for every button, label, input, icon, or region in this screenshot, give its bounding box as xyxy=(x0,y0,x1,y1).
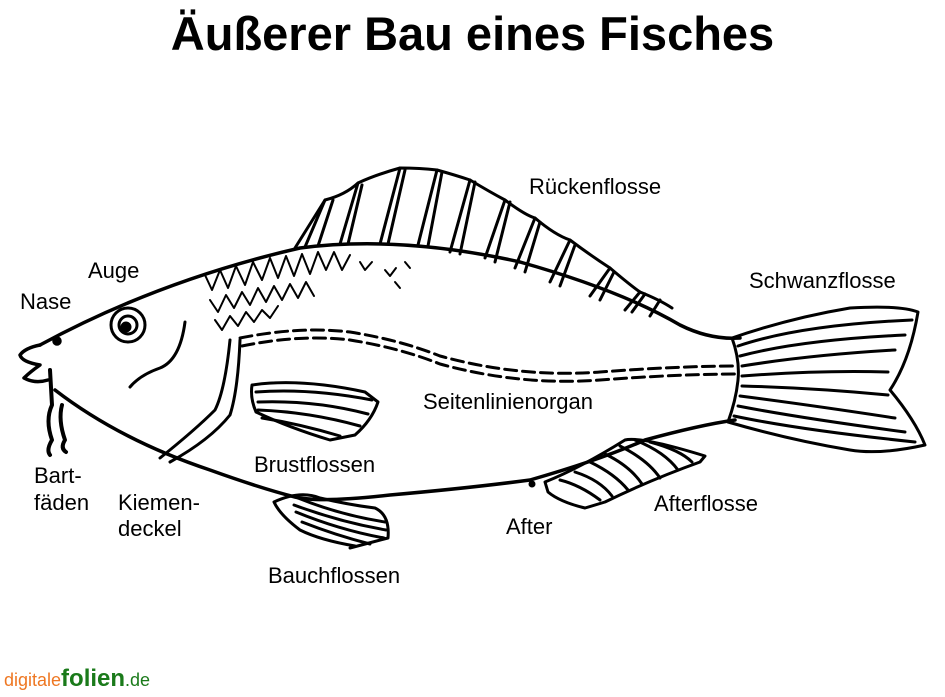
label-bauchflossen: Bauchflossen xyxy=(268,563,401,588)
tail-fin xyxy=(726,305,927,454)
label-kiemendeckel-2: deckel xyxy=(118,516,182,541)
label-bartfaeden-2: fäden xyxy=(34,490,90,515)
barbels xyxy=(46,368,68,457)
label-nase: Nase xyxy=(20,289,72,314)
pectoral-fin xyxy=(250,381,380,442)
label-after: After xyxy=(506,514,553,539)
eye xyxy=(109,306,147,344)
pelvic-fin xyxy=(272,493,390,550)
label-kiemendeckel-1: Kiemen- xyxy=(118,490,200,515)
label-auge: Auge xyxy=(88,258,140,283)
anus xyxy=(528,480,536,488)
label-seitenlinienorgan: Seitenlinienorgan xyxy=(423,389,594,414)
anal-fin xyxy=(543,437,707,510)
diagram-title: Äußerer Bau eines Fisches xyxy=(170,7,775,60)
label-bartfaeden-1: Bart- xyxy=(34,463,82,488)
lateral-line xyxy=(238,328,740,383)
logo-part-digitale: digitale xyxy=(4,670,62,690)
gill-cover xyxy=(128,320,242,464)
label-afterflosse: Afterflosse xyxy=(654,491,758,516)
label-brustflossen: Brustflossen xyxy=(254,452,376,477)
dorsal-fin xyxy=(293,166,674,318)
logo-part-folien: folien xyxy=(61,665,126,692)
scales xyxy=(204,251,411,331)
label-schwanzflosse: Schwanzflosse xyxy=(749,268,896,293)
logo-part-de: .de xyxy=(125,670,151,690)
label-rueckenflosse: Rückenflosse xyxy=(529,174,662,199)
site-logo: digitalefolien.de xyxy=(4,665,150,693)
